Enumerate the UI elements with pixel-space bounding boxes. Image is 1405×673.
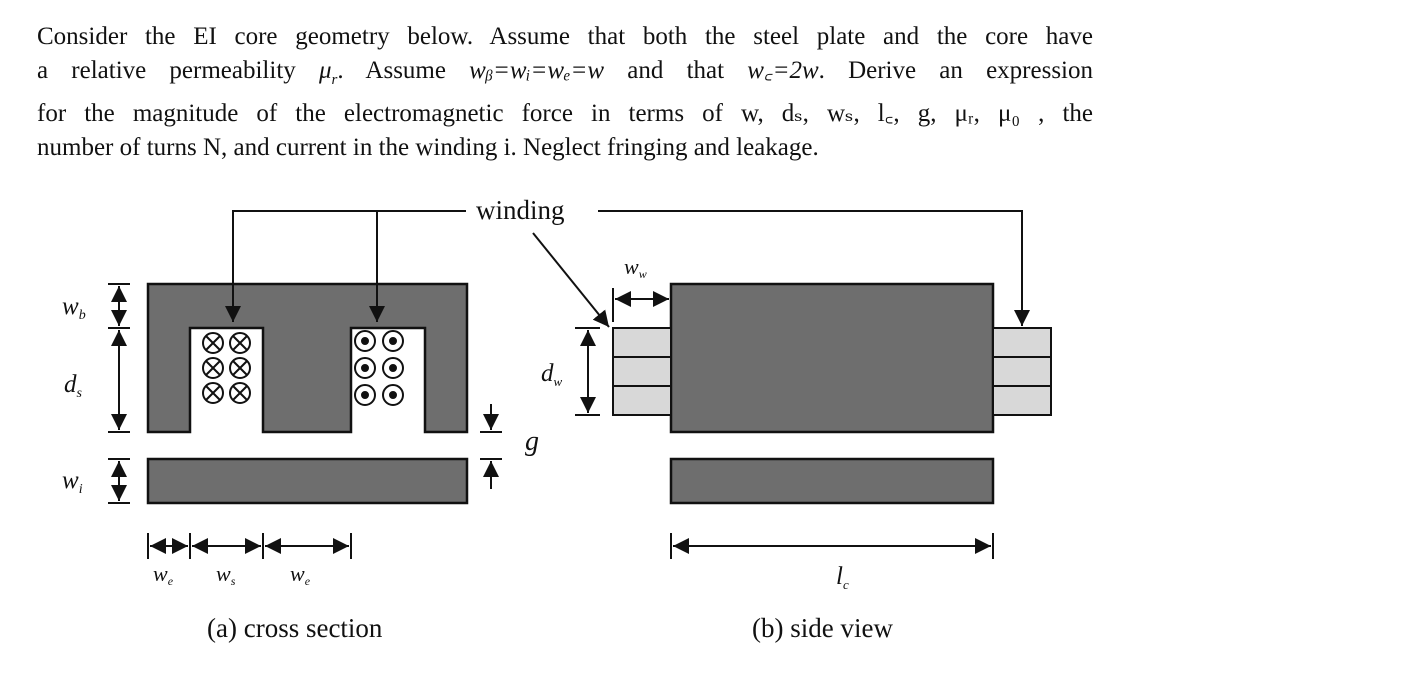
mu-subscript: r [331,72,338,88]
width-equation: wᵦ=wᵢ=wₑ=w [469,57,605,84]
e-core [146,282,469,434]
left-dimensions [108,283,130,504]
lc-label: lc [836,563,849,592]
dw-label: dw [541,360,563,389]
ds-label: ds [64,371,83,401]
i-plate [146,457,469,505]
side-core [669,282,995,434]
side-winding-right [992,327,1052,416]
problem-line-2b: . Assume [337,57,470,84]
wb-label: wb [62,293,86,323]
winding-coils-out-of-page [354,330,404,406]
we1-label: we [153,561,174,588]
dw-dimension [575,327,600,416]
problem-line-2c: and that [604,57,748,84]
center-width-equation: w꜀=2w [747,57,819,84]
gap-dimension [480,404,502,489]
problem-statement: Consider the EI core geometry below. Ass… [37,20,1093,165]
side-winding-left [612,327,672,416]
bottom-dimensions-a [147,533,352,559]
problem-line-3: for the magnitude of the electromagnetic… [37,100,1093,127]
problem-line-2: a relative permeability μr. Assume wᵦ=wᵢ… [37,54,1093,97]
ww-dimension [612,288,669,322]
caption-a: (a) cross section [207,613,383,643]
wi-label: wi [62,467,83,497]
problem-line-2a: a relative permeability [37,57,319,84]
lc-dimension [670,533,994,559]
mu-symbol: μ [318,57,332,84]
winding-label: winding [476,195,565,225]
winding-leaders [225,210,1030,328]
ww-label: ww [624,254,647,281]
problem-line-4: number of turns N, and current in the wi… [37,134,819,161]
problem-line-1: Consider the EI core geometry below. Ass… [37,23,1093,50]
problem-line-2d: . Derive an expression [818,57,1093,84]
g-label: g [525,426,539,457]
ws-label: ws [216,561,236,588]
side-plate [669,457,995,505]
winding-coils-into-page [202,332,251,404]
we2-label: we [290,561,311,588]
caption-b: (b) side view [752,613,893,643]
